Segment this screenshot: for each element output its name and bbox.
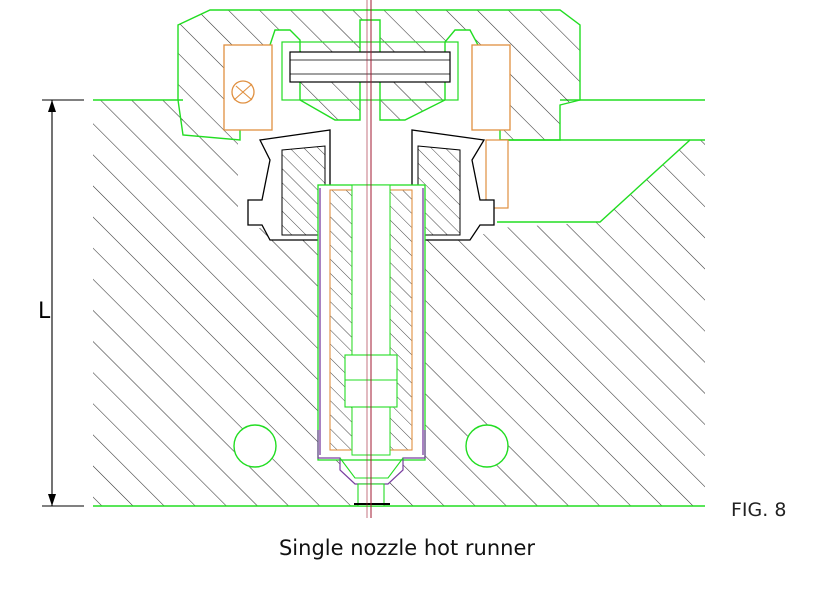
centerline xyxy=(366,0,372,518)
heater-bracket-left xyxy=(223,44,273,131)
mold-plate xyxy=(93,99,705,507)
cooling-channel-left xyxy=(233,424,277,468)
dimension-l: L xyxy=(38,99,84,507)
heater-bracket-right xyxy=(471,44,511,209)
figure-number: FIG. 8 xyxy=(731,499,787,521)
figure-caption: Single nozzle hot runner xyxy=(278,536,536,560)
dimension-label: L xyxy=(38,299,51,324)
cooling-channel-right xyxy=(465,424,509,468)
nozzle-housing xyxy=(177,9,581,141)
nozzle-collar xyxy=(247,129,495,241)
